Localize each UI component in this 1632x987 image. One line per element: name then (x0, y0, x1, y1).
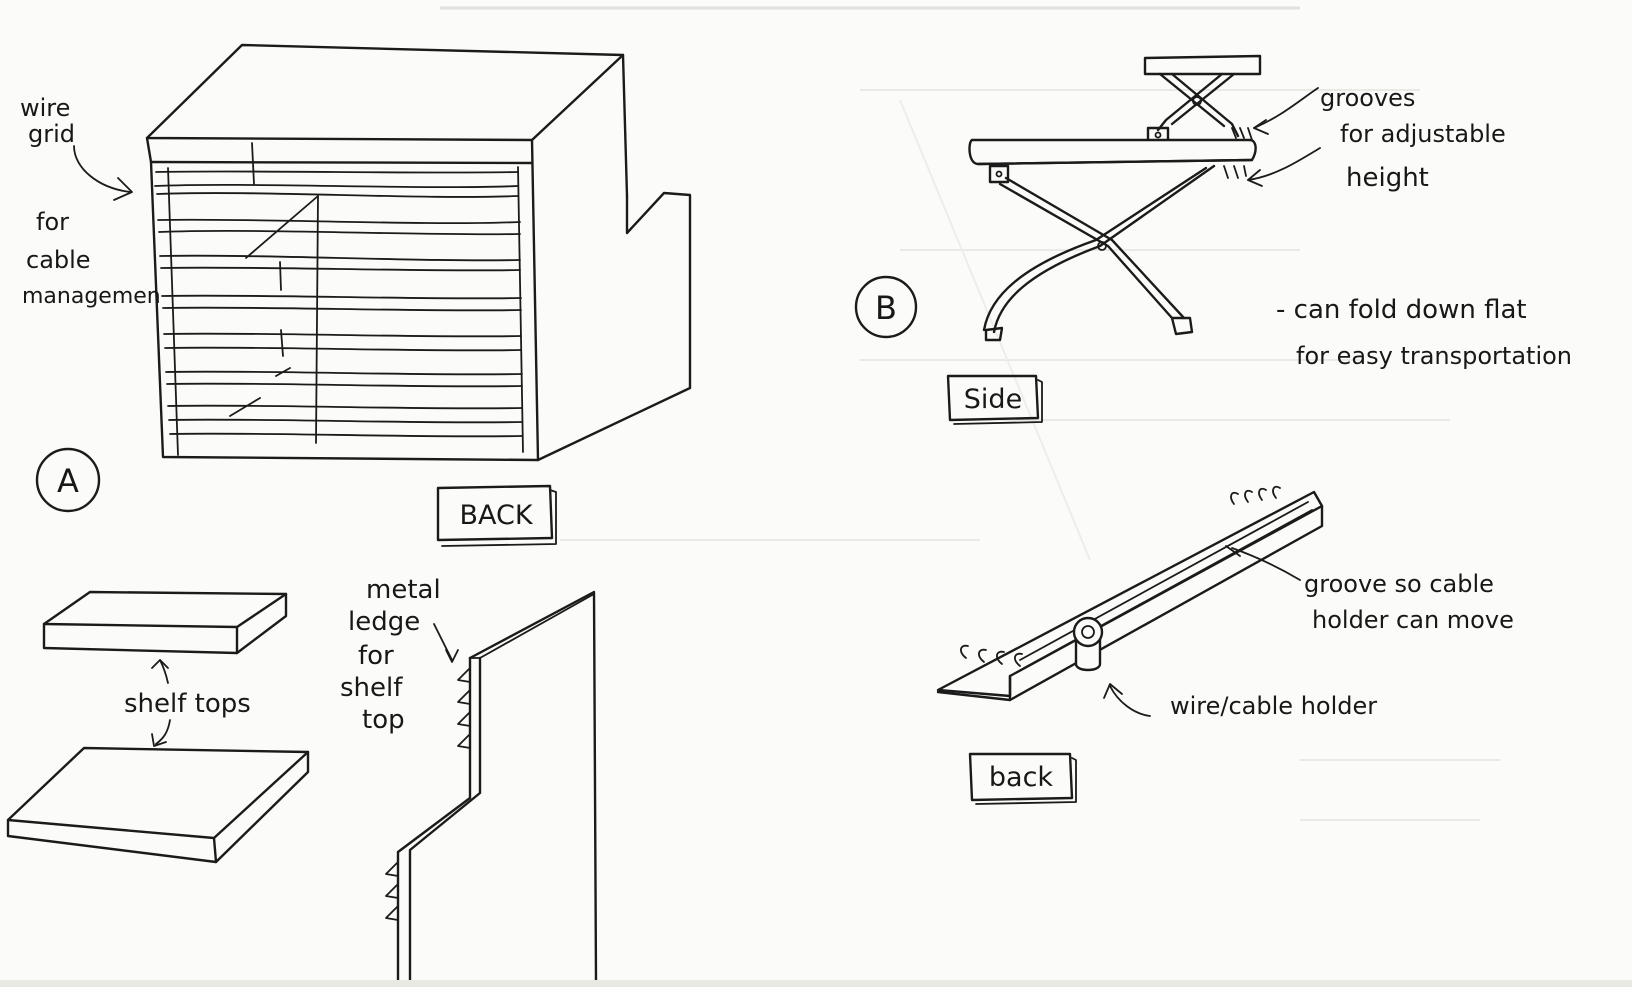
cable-holder-label: wire/cable holder (1170, 692, 1377, 720)
groove-annotation: groove so cable holder can move (1232, 548, 1514, 634)
cable-holder (1074, 618, 1102, 670)
adjustable-label: for adjustable (1340, 120, 1506, 148)
badge-a-text: A (57, 462, 79, 500)
groove-arrow (1232, 548, 1300, 580)
wire-grid-annotation: wire grid for cable managemen (20, 94, 161, 309)
metal-ledge-arrowhead (446, 650, 458, 662)
wire-grid (155, 171, 522, 436)
badge-a: A (37, 449, 99, 511)
grooves-arrow-bottom (1248, 148, 1320, 180)
shelf-up-arrowhead (152, 660, 168, 668)
metal-ledge-annotation: metal ledge for shelf top (340, 575, 458, 735)
shelf-tops-annotation: shelf tops (124, 660, 251, 746)
side-label: Side (964, 384, 1022, 415)
side-panel (398, 592, 596, 982)
cabinet-drawing (147, 45, 690, 460)
rail-drawing (938, 487, 1322, 700)
back-label-a: BACK (459, 500, 533, 531)
badge-b-text: B (875, 289, 897, 327)
shelf-top-upper (44, 592, 286, 653)
back-label-box-b: back (970, 754, 1076, 804)
groove-label-line-1: groove so cable (1304, 570, 1494, 598)
height-label: height (1346, 163, 1429, 193)
shelf-top-lower (8, 748, 308, 862)
ledge-for-label: for (358, 641, 394, 671)
back-label-b: back (989, 762, 1054, 793)
fold-note-line-1: - can fold down flat (1276, 295, 1527, 325)
back-label-box-a: BACK (438, 486, 556, 546)
shelf-label: shelf (340, 673, 403, 703)
groove-label-line-2: holder can move (1312, 606, 1514, 634)
wire-grid-arrow (74, 146, 130, 192)
metal-label: metal (366, 575, 441, 605)
shelf-tops-label: shelf tops (124, 689, 251, 719)
management-label: managemen (22, 284, 161, 309)
cable-holder-arrow (1110, 686, 1150, 716)
cable-label: cable (26, 246, 91, 274)
grooves-annotation: grooves for adjustable height (1248, 84, 1506, 193)
ledge-label: ledge (348, 607, 420, 637)
wire-label: wire (20, 94, 70, 122)
grid-label: grid (28, 120, 75, 148)
badge-b: B (856, 277, 916, 337)
stand-drawing (970, 56, 1260, 340)
paper-edge (0, 980, 1632, 987)
top-label: top (362, 705, 405, 735)
cable-holder-annotation: wire/cable holder (1104, 684, 1377, 720)
fold-note: - can fold down flat for easy transporta… (1276, 295, 1572, 370)
shelf-down-arrow (156, 720, 170, 744)
side-label-box: Side (948, 376, 1042, 424)
fold-note-line-2: for easy transportation (1296, 342, 1572, 370)
for-label: for (36, 208, 69, 236)
grooves-label: grooves (1320, 84, 1415, 112)
